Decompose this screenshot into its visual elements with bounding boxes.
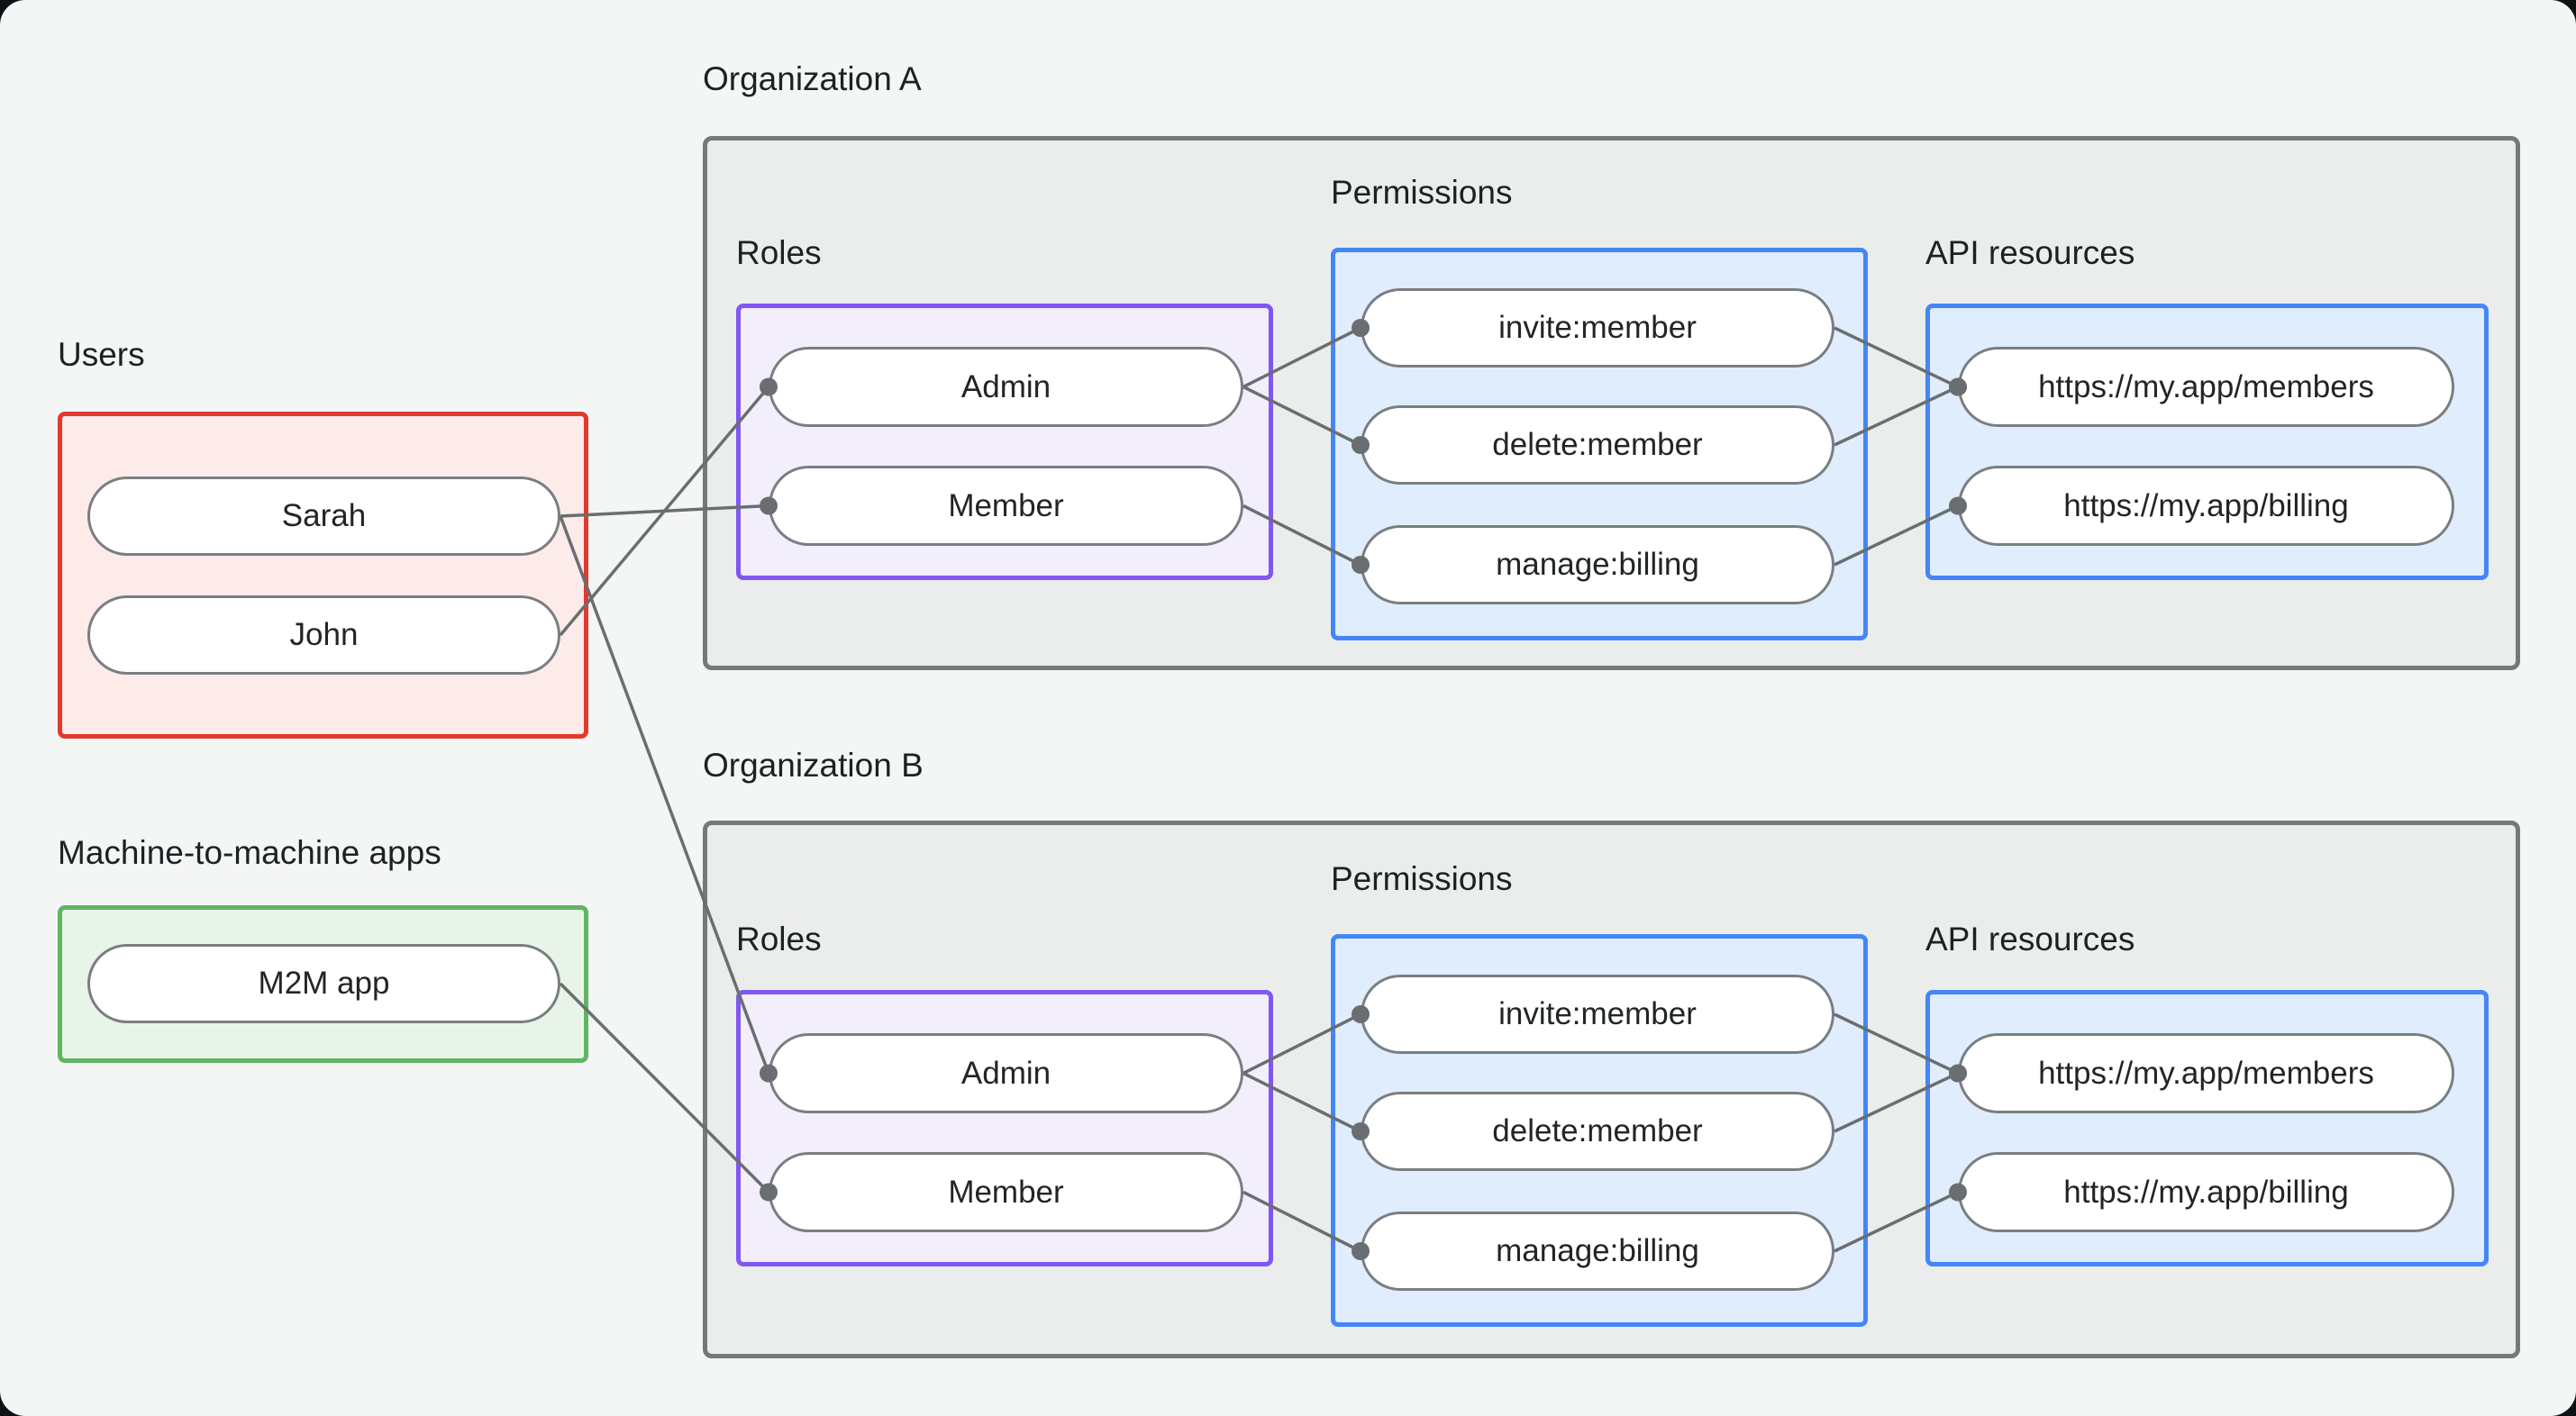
- m2m-app-node: M2M app: [87, 944, 560, 1023]
- org-b-title: Organization B: [703, 747, 924, 784]
- org-a-api-members: https://my.app/members: [1958, 347, 2454, 427]
- org-a-role-member: Member: [769, 466, 1243, 546]
- org-a-api-resources-label: API resources: [1925, 234, 2135, 271]
- org-a-api-billing: https://my.app/billing: [1958, 466, 2454, 546]
- org-b-api-billing: https://my.app/billing: [1958, 1152, 2454, 1232]
- org-b-api-members: https://my.app/members: [1958, 1033, 2454, 1113]
- org-b-permissions-label: Permissions: [1331, 860, 1513, 897]
- org-a-title: Organization A: [703, 60, 922, 97]
- org-a-roles-label: Roles: [736, 234, 822, 271]
- org-a-role-admin: Admin: [769, 347, 1243, 427]
- users-group-box: [58, 412, 588, 739]
- m2m-group-label: Machine-to-machine apps: [58, 834, 441, 871]
- org-b-api-resources-label: API resources: [1925, 921, 2135, 958]
- org-a-permissions-label: Permissions: [1331, 174, 1513, 211]
- org-b-role-admin: Admin: [769, 1033, 1243, 1113]
- org-a-permission-manage-billing: manage:billing: [1361, 525, 1834, 604]
- user-node-john: John: [87, 595, 560, 675]
- org-a-permission-invite-member: invite:member: [1361, 288, 1834, 368]
- users-group-label: Users: [58, 336, 145, 373]
- user-node-sarah: Sarah: [87, 477, 560, 556]
- org-a-permission-delete-member: delete:member: [1361, 405, 1834, 485]
- org-b-permission-manage-billing: manage:billing: [1361, 1212, 1834, 1291]
- org-b-permission-delete-member: delete:member: [1361, 1092, 1834, 1171]
- org-b-role-member: Member: [769, 1152, 1243, 1232]
- org-b-roles-label: Roles: [736, 921, 822, 958]
- org-b-permission-invite-member: invite:member: [1361, 975, 1834, 1054]
